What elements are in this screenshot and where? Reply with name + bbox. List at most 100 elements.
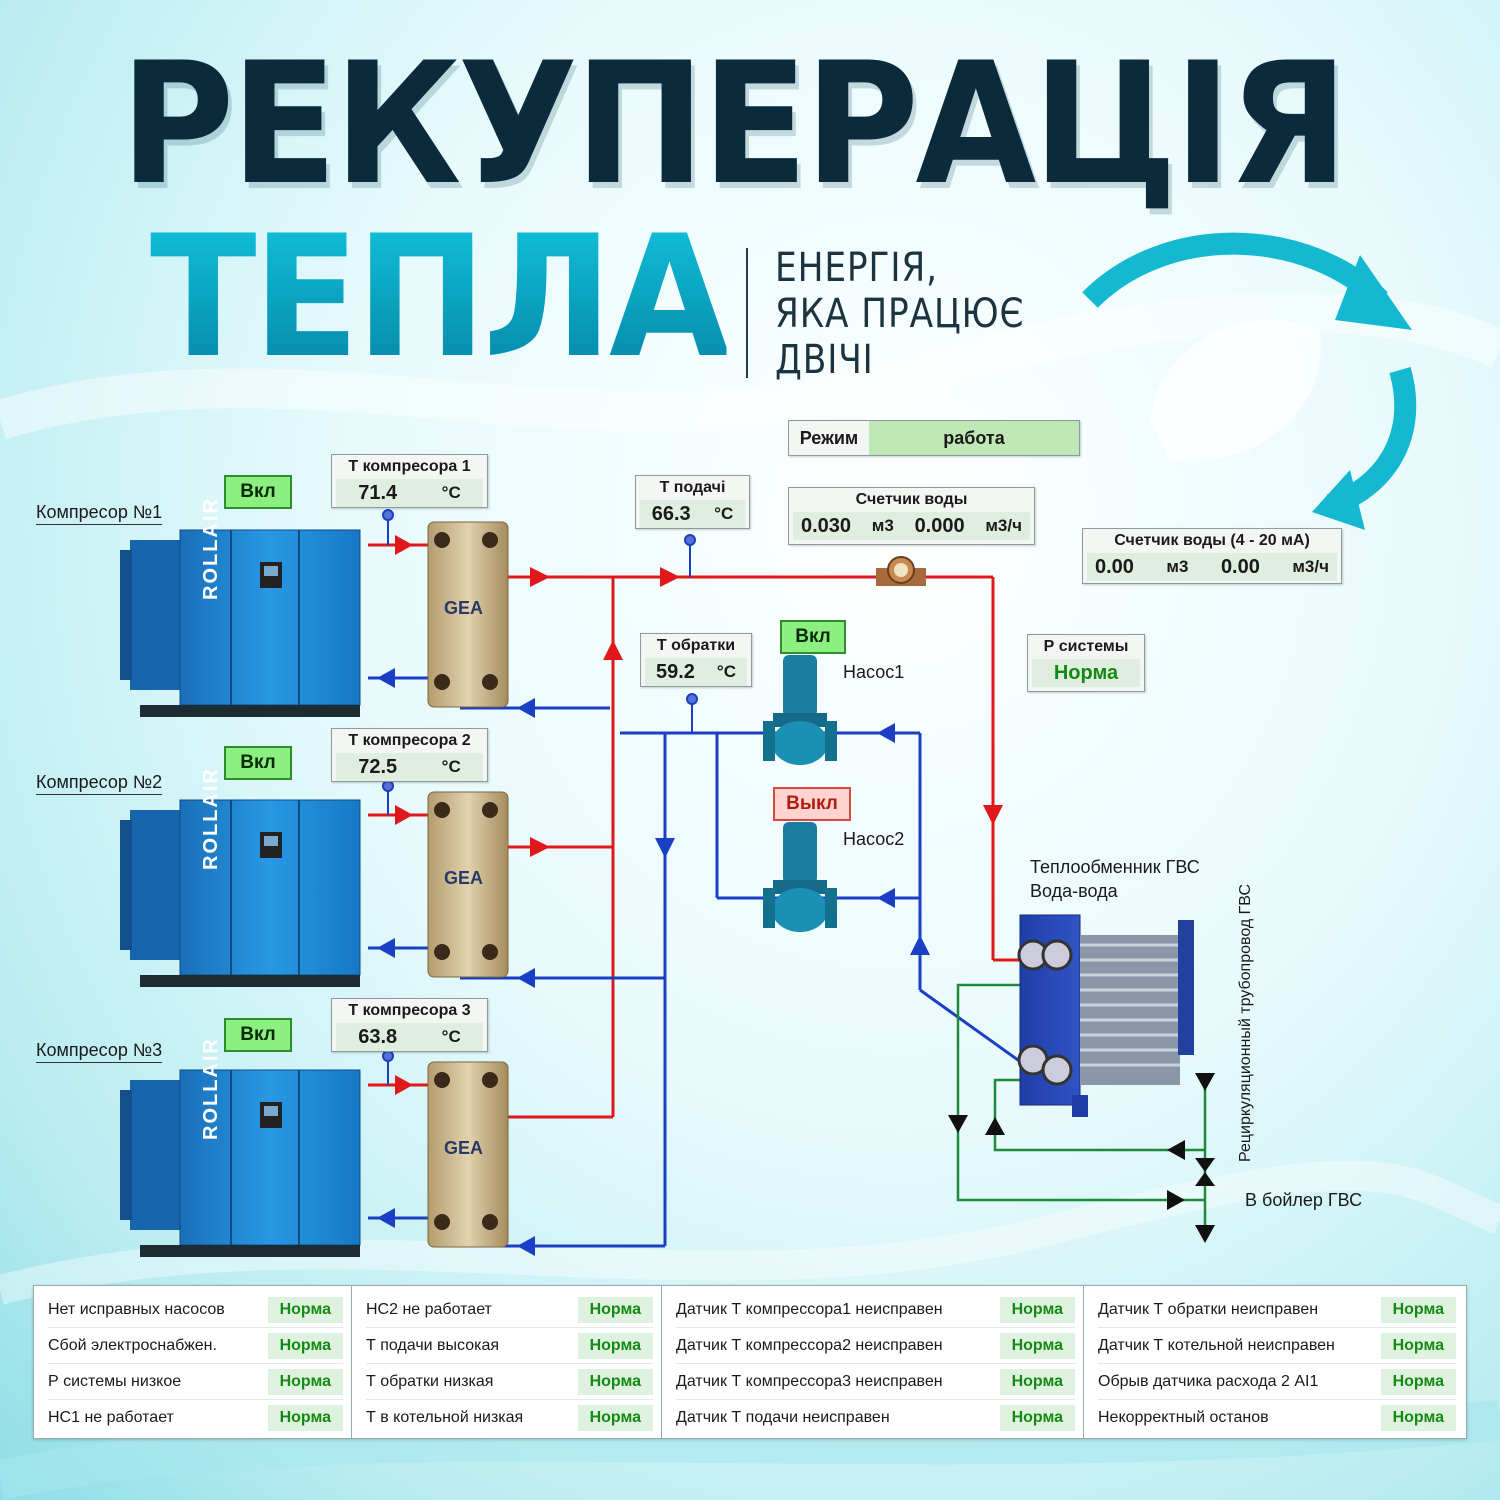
hot-flow-arrows xyxy=(395,535,1003,1095)
system-pressure-panel: Р системы Норма xyxy=(1027,634,1145,692)
alarm-text: Датчик Т компрессора1 неисправен xyxy=(676,1300,943,1318)
boiler-label: В бойлер ГВС xyxy=(1245,1190,1363,1210)
water-meter-ma-panel: Счетчик воды (4 - 20 мА) 0.00 м3 0.00 м3… xyxy=(1082,528,1342,584)
water-meter-ma-flow-unit: м3/ч xyxy=(1292,557,1329,576)
mode-value: работа xyxy=(869,421,1079,455)
alarm-text: Нет исправных насосов xyxy=(48,1300,225,1318)
compressor-2-brand: ROLLAIR xyxy=(200,767,222,870)
dhw-exchanger-label: Теплообменник ГВС xyxy=(1030,857,1200,877)
sensor-label: Т компресора 1 xyxy=(348,458,471,475)
page-title-line1: РЕКУПЕРАЦІЯ xyxy=(120,26,1349,222)
compressor-3-temp-sensor: Т компресора 3 63.8°C xyxy=(331,998,488,1052)
compressor-2-status-button[interactable]: Вкл xyxy=(224,746,292,780)
pump1-label: Насос1 xyxy=(843,662,905,682)
alarm-text: Т в котельной низкая xyxy=(366,1408,524,1426)
plate-exchanger-icon xyxy=(427,521,509,708)
compressor-icon xyxy=(120,1069,361,1257)
alarm-status-badge: Норма xyxy=(267,1368,343,1395)
hx-1-brand: GEA xyxy=(444,598,484,618)
compressor-2-temp-sensor: Т компресора 2 72.5 °C xyxy=(331,728,488,782)
plate-heat-exchangers xyxy=(427,521,509,1248)
recirculation-label: Рециркуляционный трубопровод ГВС xyxy=(1237,883,1254,1162)
alarm-row: Нет исправных насосов Норма xyxy=(48,1292,343,1328)
alarm-text: Датчик Т котельной неисправен xyxy=(1098,1336,1335,1354)
water-meter-volume: 0.030 xyxy=(801,514,852,537)
water-meter-label: Счетчик воды xyxy=(855,491,968,508)
alarm-status-badge: Норма xyxy=(577,1296,653,1323)
sensor-value: 71.4 xyxy=(358,481,398,504)
compressor-3-label: Компресор №3 xyxy=(36,1040,163,1063)
sensor-label: Т компресора 2 xyxy=(348,732,471,749)
mode-indicator: Режим работа xyxy=(788,420,1080,456)
return-label: Т обратки xyxy=(656,637,736,654)
alarm-row: Датчик Т котельной неисправен Норма xyxy=(1098,1328,1456,1364)
alarm-status-badge: Норма xyxy=(1380,1296,1456,1323)
pressure-value: Норма xyxy=(1032,659,1140,687)
compressor-1-brand: ROLLAIR xyxy=(200,497,222,600)
alarm-row: Т в котельной низкая Норма xyxy=(366,1400,653,1435)
pump1-status-button[interactable]: Вкл xyxy=(780,620,846,654)
supply-unit: °C xyxy=(714,504,734,523)
dhw-pipes xyxy=(956,983,1207,1240)
compressor-1-status-button[interactable]: Вкл xyxy=(224,475,292,509)
alarm-status-badge: Норма xyxy=(1380,1332,1456,1359)
return-temp-sensor: Т обратки 59.2°C xyxy=(640,633,752,687)
alarm-row: Обрыв датчика расхода 2 AI1 Норма xyxy=(1098,1364,1456,1400)
hx-3-brand: GEA xyxy=(444,1138,484,1158)
alarm-row: Датчик Т компрессора3 неисправен Норма xyxy=(676,1364,1075,1400)
supply-value: 66.3 xyxy=(651,502,691,525)
alarm-status-badge: Норма xyxy=(1380,1368,1456,1395)
pump2-label: Насос2 xyxy=(843,829,905,849)
alarm-status-badge: Норма xyxy=(1380,1404,1456,1431)
slogan-line: ЯКА ПРАЦЮЄ xyxy=(775,291,1025,337)
supply-label: Т подачі xyxy=(659,479,726,496)
alarm-text: Обрыв датчика расхода 2 AI1 xyxy=(1098,1372,1319,1390)
alarm-status-badge: Норма xyxy=(267,1296,343,1323)
sensor-unit: °C xyxy=(441,757,461,776)
water-meter-flow: 0.000 xyxy=(914,514,965,537)
pump2-status-button[interactable]: Выкл xyxy=(773,787,851,821)
supply-temp-sensor: Т подачі 66.3 °C xyxy=(635,475,750,529)
compressor-icon xyxy=(120,529,361,717)
pump1-icon xyxy=(763,655,837,765)
alarm-text: НС2 не работает xyxy=(366,1300,492,1318)
alarm-row: Датчик Т подачи неисправен Норма xyxy=(676,1400,1075,1435)
compressor-3-brand: ROLLAIR xyxy=(200,1037,222,1140)
alarm-text: Р системы низкое xyxy=(48,1372,182,1390)
sensor-value: 72.5 xyxy=(358,755,398,778)
alarm-status-badge: Норма xyxy=(577,1332,653,1359)
recycle-arrows-icon xyxy=(1082,232,1417,530)
hx-2-brand: GEA xyxy=(444,868,484,888)
compressor-3-status-button[interactable]: Вкл xyxy=(224,1018,292,1052)
alarm-status-badge: Норма xyxy=(999,1368,1075,1395)
return-value: 59.2 xyxy=(655,660,695,683)
alarm-text: Датчик Т компрессора3 неисправен xyxy=(676,1372,943,1390)
dhw-exchanger-icon xyxy=(1017,914,1194,1117)
pump2-icon xyxy=(763,822,837,932)
temperature-probe-icons xyxy=(382,509,698,1085)
mode-label: Режим xyxy=(799,428,859,448)
page-title-line2: ТЕПЛА xyxy=(150,199,730,395)
water-meter-ma-flow: 0.00 xyxy=(1220,555,1260,578)
alarm-status-badge: Норма xyxy=(577,1404,653,1431)
alarm-status-badge: Норма xyxy=(999,1296,1075,1323)
water-meter-flow-unit: м3/ч xyxy=(985,516,1022,535)
water-meter-ma-volume: 0.00 xyxy=(1095,555,1134,578)
pressure-label: Р системы xyxy=(1043,638,1129,655)
alarm-text: Датчик Т подачи неисправен xyxy=(676,1408,890,1426)
alarm-text: Сбой электроснабжен. xyxy=(48,1336,217,1354)
plate-exchanger-icon xyxy=(427,791,509,978)
alarm-text: НС1 не работает xyxy=(48,1408,174,1426)
alarm-status-badge: Норма xyxy=(999,1404,1075,1431)
alarm-row: Сбой электроснабжен.Норма xyxy=(48,1328,343,1364)
sensor-unit: °C xyxy=(441,483,461,502)
